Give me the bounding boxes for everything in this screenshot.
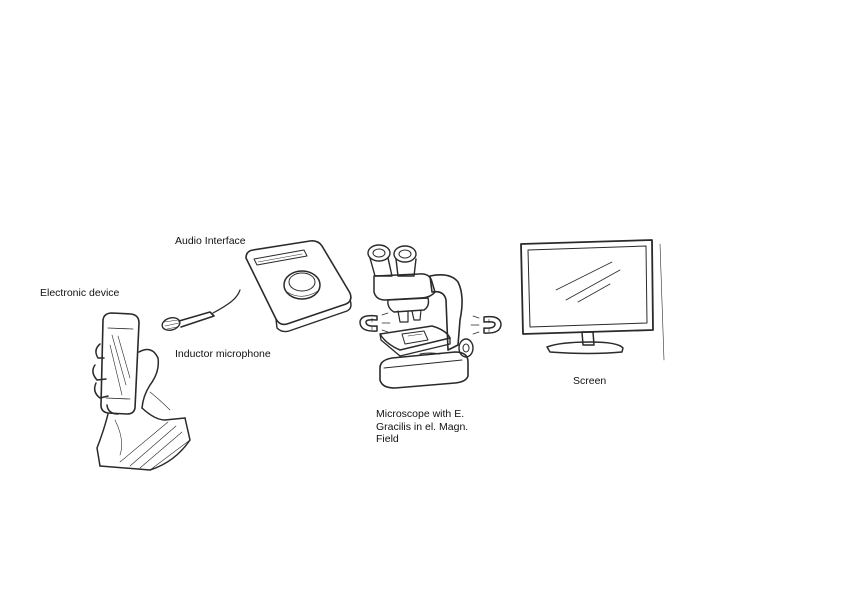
- audio-interface-label: Audio Interface: [175, 235, 246, 247]
- microscope-label: Microscope with E. Gracilis in el. Magn.…: [376, 408, 469, 445]
- magnet-icon: [470, 315, 502, 335]
- magnet-icon: [359, 312, 391, 333]
- microphone-icon: [161, 289, 241, 331]
- audio-interface-icon: [245, 240, 352, 333]
- hand-phone-icon: [92, 312, 191, 471]
- microscope-icon: [367, 244, 474, 389]
- inductor-microphone-label: Inductor microphone: [175, 348, 271, 360]
- screen-label: Screen: [573, 375, 607, 387]
- phone-icon: [100, 312, 140, 415]
- monitor-icon: [520, 239, 665, 361]
- hand-icon: [92, 343, 191, 471]
- electronic-device-label: Electronic device: [40, 287, 120, 299]
